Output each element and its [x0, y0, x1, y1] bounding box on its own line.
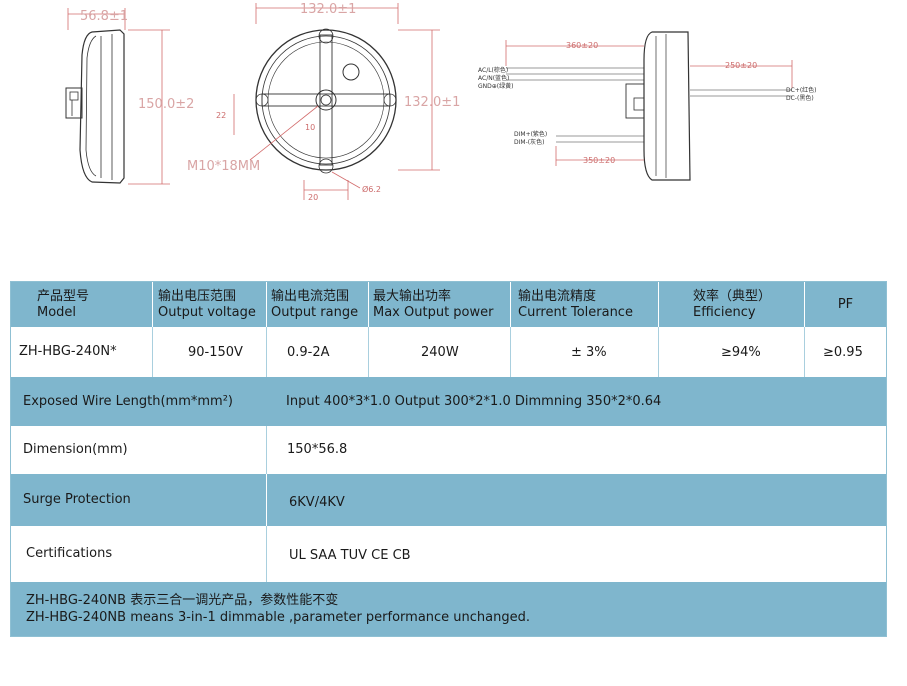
wire-ac-l: AC/L(棕色)	[478, 66, 508, 74]
header-current-tolerance-cn: 输出电流精度	[518, 288, 597, 304]
label-surge: Surge Protection	[23, 492, 131, 507]
table-row-dimension: Dimension(mm) 150*56.8	[11, 426, 886, 474]
header-current-tolerance: 输出电流精度 Current Tolerance	[510, 282, 658, 327]
note-en: ZH-HBG-240NB means 3-in-1 dimmable ,para…	[26, 610, 531, 625]
wire-dc-minus: DC-(黑色)	[786, 94, 814, 102]
value-wire-length: Input 400*3*1.0 Output 300*2*1.0 Dimmnin…	[286, 393, 662, 409]
front-view: 132.0±1 132.0±1 22 10 M10*18MM 20 Ø6.2	[187, 2, 460, 202]
wire-dc-plus: DC+(红色)	[786, 86, 817, 94]
header-output-range: 输出电流范围 Output range	[266, 282, 368, 327]
dim-length-dim: 350±20	[583, 156, 615, 165]
header-efficiency-en: Efficiency	[693, 304, 756, 320]
header-pf-label: PF	[837, 296, 854, 312]
dim-22: 22	[216, 111, 226, 120]
header-max-power-cn: 最大输出功率	[373, 288, 452, 304]
table-values-row: ZH-HBG-240N* 90-150V 0.9-2A 240W ± 3% ≥9…	[11, 327, 886, 377]
spec-table: 产品型号 Model 输出电压范围 Output voltage 输出电流范围 …	[10, 281, 887, 637]
value-certifications: UL SAA TUV CE CB	[266, 526, 886, 582]
header-model: 产品型号 Model	[11, 282, 150, 327]
header-output-range-en: Output range	[271, 304, 359, 320]
header-efficiency-cn: 效率（典型）	[693, 288, 772, 304]
input-length-dim: 360±20	[566, 41, 598, 50]
header-model-cn: 产品型号	[37, 288, 90, 304]
dim-20: 20	[308, 193, 318, 202]
output-length-dim: 250±20	[725, 61, 757, 70]
header-model-en: Model	[37, 304, 77, 320]
table-header-row: 产品型号 Model 输出电压范围 Output voltage 输出电流范围 …	[11, 282, 886, 327]
table-row-surge: Surge Protection 6KV/4KV	[11, 474, 886, 526]
header-output-voltage-en: Output voltage	[158, 304, 256, 320]
thread-dim: M10*18MM	[187, 159, 260, 174]
value-max-power: 240W	[368, 327, 510, 377]
value-current-tolerance: ± 3%	[510, 327, 658, 377]
front-height-dim: 132.0±1	[404, 95, 460, 110]
side-view: 56.8±1 150.0±2	[65, 8, 194, 185]
header-efficiency: 效率（典型） Efficiency	[658, 282, 804, 327]
hole-dim: Ø6.2	[362, 184, 381, 194]
table-note-row: ZH-HBG-240NB 表示三合一调光产品，参数性能不变 ZH-HBG-240…	[11, 582, 886, 636]
value-output-voltage: 90-150V	[152, 327, 266, 377]
wire-dim-plus: DIM+(紫色)	[514, 130, 547, 138]
wire-dim-minus: DIM-(灰色)	[514, 138, 544, 146]
note-text: ZH-HBG-240NB 表示三合一调光产品，参数性能不变 ZH-HBG-240…	[26, 592, 530, 626]
technical-drawings: 56.8±1 150.0±2 132.0±1 132.0±	[65, 2, 817, 202]
header-pf: PF	[804, 282, 886, 327]
wire-gnd: GND⊕(绿黄)	[478, 82, 513, 90]
value-efficiency: ≥94%	[658, 327, 804, 377]
header-max-power-en: Max Output power	[373, 304, 494, 320]
header-current-tolerance-en: Current Tolerance	[518, 304, 633, 320]
header-output-range-cn: 输出电流范围	[271, 288, 350, 304]
label-wire-length: Exposed Wire Length(mm*mm²)	[23, 393, 233, 409]
front-width-dim: 132.0±1	[300, 2, 356, 17]
header-output-voltage-cn: 输出电压范围	[158, 288, 237, 304]
value-surge: 6KV/4KV	[266, 474, 886, 526]
table-row-certifications: Certifications UL SAA TUV CE CB	[11, 526, 886, 582]
header-max-power: 最大输出功率 Max Output power	[368, 282, 510, 327]
label-dimension: Dimension(mm)	[23, 442, 128, 457]
header-output-voltage: 输出电压范围 Output voltage	[152, 282, 266, 327]
value-dimension: 150*56.8	[266, 426, 886, 474]
value-pf: ≥0.95	[804, 327, 886, 377]
side-height-dim: 150.0±2	[138, 97, 194, 112]
table-row-wire-length: Exposed Wire Length(mm*mm²) Input 400*3*…	[11, 377, 886, 426]
note-cn: ZH-HBG-240NB 表示三合一调光产品，参数性能不变	[26, 593, 339, 608]
label-certifications: Certifications	[26, 546, 113, 561]
side-width-dim: 56.8±1	[80, 9, 128, 24]
value-output-range: 0.9-2A	[266, 327, 368, 377]
value-model: ZH-HBG-240N*	[19, 344, 117, 359]
wire-view: 360±20 AC/L(棕色) AC/N(蓝色) GND⊕(绿黄) 250±20…	[478, 31, 817, 181]
dim-10: 10	[305, 123, 315, 132]
wire-ac-n: AC/N(蓝色)	[478, 74, 509, 82]
